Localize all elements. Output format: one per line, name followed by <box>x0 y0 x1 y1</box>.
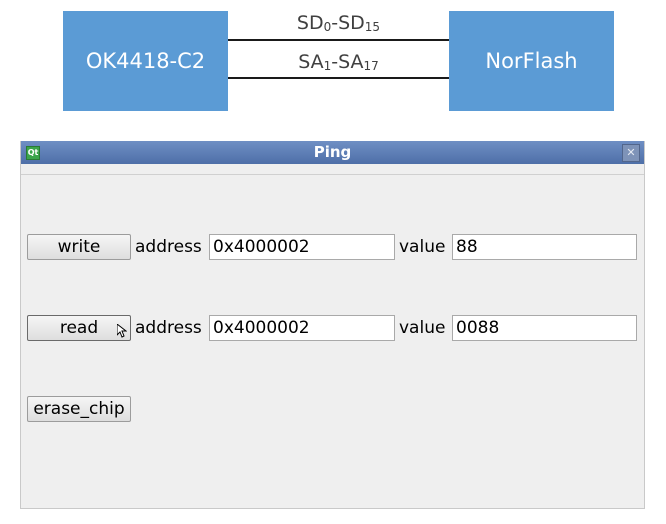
read-address-field[interactable]: 0x4000002 <box>209 315 395 341</box>
board-block: OK4418-C2 <box>63 11 228 111</box>
data-bus-label: SD0-SD15 <box>296 12 381 34</box>
data-bus-line <box>228 39 449 41</box>
titlebar: Qt Ping ✕ <box>21 141 644 164</box>
write-address-label: address <box>135 237 202 257</box>
write-value-label: value <box>399 237 446 257</box>
board-label: OK4418-C2 <box>85 49 206 73</box>
write-value-field[interactable]: 88 <box>452 234 637 260</box>
read-address-label: address <box>135 318 202 338</box>
read-value-field[interactable]: 0088 <box>452 315 637 341</box>
write-button[interactable]: write <box>27 234 131 260</box>
qt-icon: Qt <box>26 146 40 160</box>
address-bus-line <box>228 77 449 79</box>
close-icon[interactable]: ✕ <box>622 144 640 162</box>
ping-window: Qt Ping ✕ write address 0x4000002 value … <box>20 141 645 509</box>
erase-chip-button[interactable]: erase_chip <box>27 396 131 422</box>
norflash-label: NorFlash <box>485 49 578 73</box>
norflash-block: NorFlash <box>449 11 614 111</box>
write-address-field[interactable]: 0x4000002 <box>209 234 395 260</box>
read-button[interactable]: read <box>27 315 131 341</box>
address-bus-label: SA1-SA17 <box>298 51 379 73</box>
read-value-label: value <box>399 318 446 338</box>
mouse-cursor-icon <box>117 324 127 338</box>
window-title: Ping <box>313 143 352 161</box>
separator <box>21 174 644 175</box>
